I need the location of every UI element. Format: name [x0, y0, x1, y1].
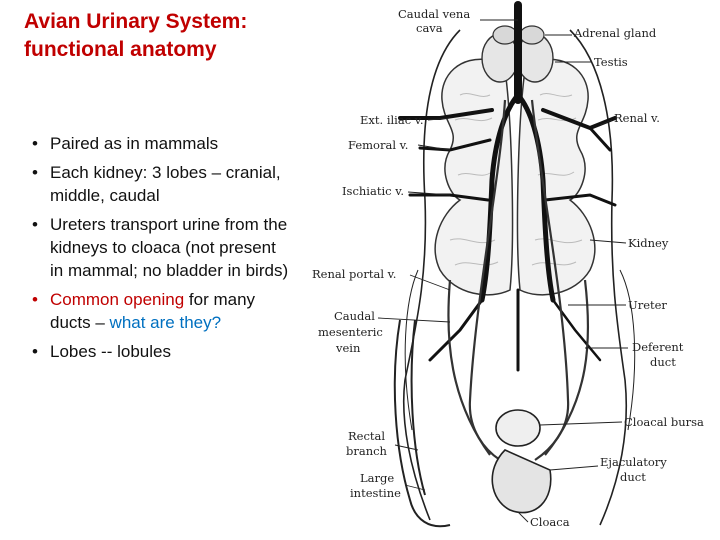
- bullet-text: Each kidney: 3 lobes – cranial, middle, …: [50, 163, 281, 205]
- testis: [481, 33, 554, 83]
- cloaca-region: [393, 319, 552, 528]
- label-ureter: Ureter: [628, 298, 667, 312]
- label-adrenal-gland: Adrenal gland: [573, 26, 657, 40]
- bullet-list: Paired as in mammals Each kidney: 3 lobe…: [30, 132, 292, 369]
- label-cloacal-bursa: Cloacal bursa: [624, 415, 704, 429]
- label-ejaculatory-duct: Ejaculatory: [600, 455, 667, 469]
- slide-title: Avian Urinary System: functional anatomy: [24, 8, 314, 64]
- label-leaders: [377, 19, 628, 523]
- label-caudal-mesenteric: mesenteric: [318, 325, 383, 339]
- title-line-2: functional anatomy: [24, 38, 217, 61]
- bullet-item: Ureters transport urine from the kidneys…: [30, 213, 292, 282]
- label-caudal-mesenteric: vein: [335, 341, 361, 355]
- label-deferent-duct: Deferent: [632, 340, 684, 354]
- label-deferent-duct: duct: [650, 355, 676, 369]
- label-rectal-branch: Rectal: [348, 429, 385, 443]
- bullet-text-blue: what are they?: [109, 313, 222, 332]
- bullet-text-red: Common opening: [50, 290, 185, 309]
- label-ischiatic: Ischiatic v.: [342, 184, 404, 198]
- label-ejaculatory-duct: duct: [620, 470, 646, 484]
- kidney-right: [516, 58, 596, 296]
- bullet-item: Common opening for many ducts – what are…: [30, 288, 292, 334]
- label-large-intestine: Large: [360, 471, 394, 485]
- bullet-item: Paired as in mammals: [30, 132, 292, 155]
- label-ext-iliac: Ext. iliac v.: [360, 113, 424, 127]
- label-caudal-vena-cava: Caudal vena: [398, 7, 470, 21]
- label-femoral: Femoral v.: [348, 138, 408, 152]
- bullet-item: Lobes -- lobules: [30, 340, 292, 363]
- bullet-text: Ureters transport urine from the kidneys…: [50, 215, 289, 280]
- label-renal-v: Renal v.: [614, 111, 660, 125]
- figure-labels: Caudal vena cava Adrenal gland Testis Ex…: [312, 7, 704, 529]
- label-kidney: Kidney: [628, 236, 669, 250]
- label-cloaca: Cloaca: [530, 515, 570, 529]
- label-testis: Testis: [594, 55, 628, 69]
- label-caudal-vena-cava: cava: [416, 21, 443, 35]
- label-renal-portal: Renal portal v.: [312, 267, 396, 281]
- ureters-and-ducts: [447, 99, 590, 461]
- bullet-text: for many ducts –: [50, 290, 256, 332]
- bullet-text: Paired as in mammals: [50, 134, 219, 153]
- adrenal-gland: [492, 25, 545, 45]
- bullet-item: Each kidney: 3 lobes – cranial, middle, …: [30, 161, 292, 207]
- label-large-intestine: intestine: [350, 486, 401, 500]
- title-line-1: Avian Urinary System:: [24, 10, 248, 33]
- urinary-anatomy-figure: Caudal vena cava Adrenal gland Testis Ex…: [312, 1, 704, 529]
- bullet-text: Lobes -- lobules: [50, 342, 171, 361]
- label-caudal-mesenteric: Caudal: [334, 309, 375, 323]
- label-rectal-branch: branch: [346, 444, 388, 458]
- body-outline: [402, 29, 636, 526]
- kidney-left: [434, 58, 514, 296]
- veins: [398, 1, 617, 372]
